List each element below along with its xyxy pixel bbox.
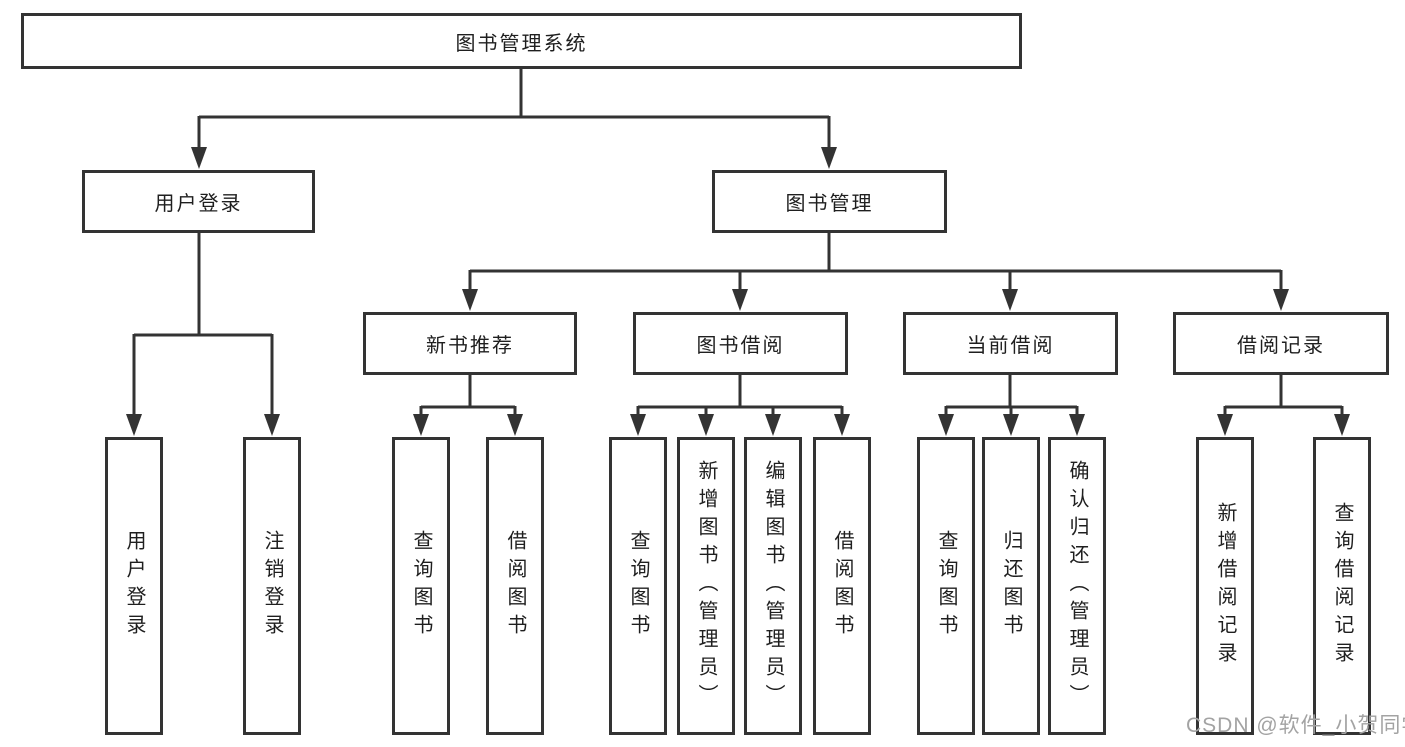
connector-user-login-to-leaves xyxy=(126,233,280,436)
node-new-book-recommend: 新书推荐 xyxy=(363,312,577,375)
leaf-edit-books-admin: 编辑图书（管理员） xyxy=(744,437,802,735)
leaf-user-login: 用户登录 xyxy=(105,437,163,735)
connector-root-to-level2 xyxy=(191,69,837,169)
leaf-logout: 注销登录 xyxy=(243,437,301,735)
leaf-add-books-admin: 新增图书（管理员） xyxy=(677,437,735,735)
leaf-query-books-borrow: 查询图书 xyxy=(609,437,667,735)
leaf-borrow-books-recommend: 借阅图书 xyxy=(486,437,544,735)
leaf-query-books-recommend: 查询图书 xyxy=(392,437,450,735)
connector-current-borrow-to-leaves xyxy=(938,375,1085,436)
node-book-management: 图书管理 xyxy=(712,170,947,233)
node-borrow-records: 借阅记录 xyxy=(1173,312,1389,375)
connector-borrow-records-to-leaves xyxy=(1217,375,1350,436)
node-current-borrow: 当前借阅 xyxy=(903,312,1118,375)
leaf-return-books: 归还图书 xyxy=(982,437,1040,735)
leaf-confirm-return-admin: 确认归还（管理员） xyxy=(1048,437,1106,735)
leaf-add-borrow-record: 新增借阅记录 xyxy=(1196,437,1254,735)
connector-new-book-recommend-to-leaves xyxy=(413,375,523,436)
connector-book-borrow-to-leaves xyxy=(630,375,850,436)
node-root-library-system: 图书管理系统 xyxy=(21,13,1022,69)
node-book-borrow: 图书借阅 xyxy=(633,312,848,375)
csdn-watermark: CSDN @软件_小贺同学 xyxy=(1186,714,1405,737)
leaf-query-borrow-record: 查询借阅记录 xyxy=(1313,437,1371,735)
leaf-borrow-books: 借阅图书 xyxy=(813,437,871,735)
leaf-query-books-current: 查询图书 xyxy=(917,437,975,735)
node-user-login: 用户登录 xyxy=(82,170,315,233)
connector-book-management-to-level3 xyxy=(462,233,1289,311)
